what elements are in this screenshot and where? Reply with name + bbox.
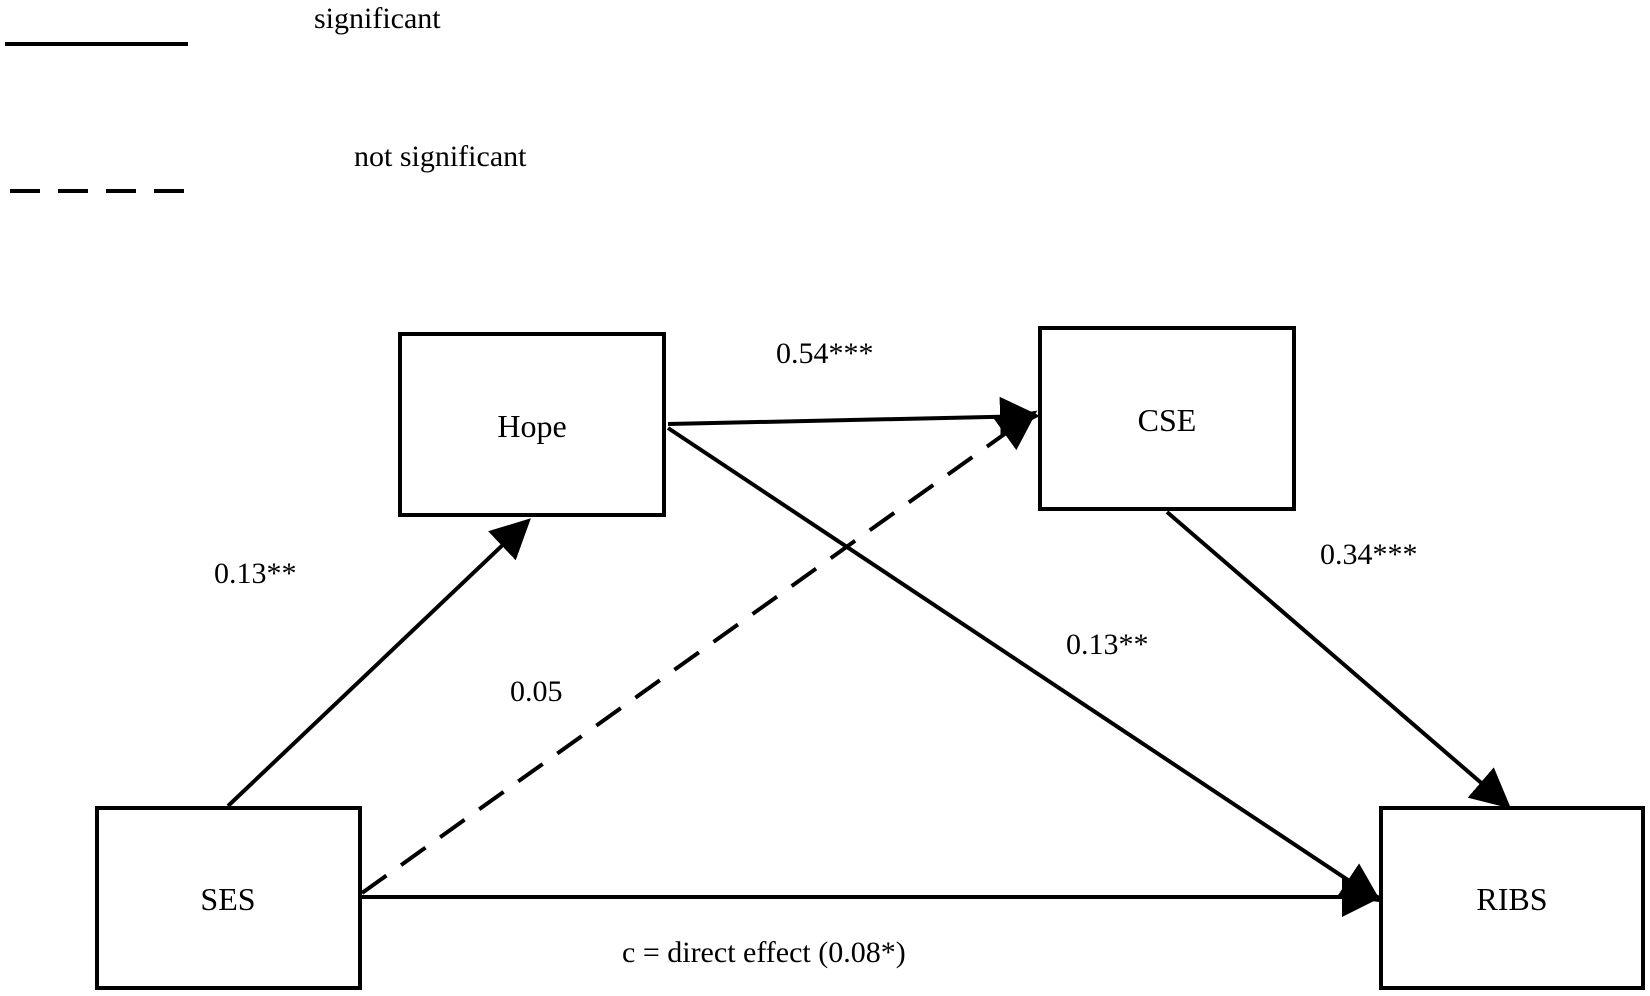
node-ses-label: SES	[200, 881, 255, 917]
edges	[226, 396, 1512, 917]
edge-label-ses-hope: 0.13**	[214, 557, 297, 590]
edge-ses-cse	[360, 410, 1038, 895]
edge-hope-ribs	[666, 426, 1382, 903]
edge-cse-ribs	[1165, 510, 1512, 809]
node-ribs: RIBS	[1379, 806, 1645, 990]
node-ribs-label: RIBS	[1476, 881, 1547, 917]
legend: significant not significant	[5, 2, 527, 193]
node-ses-box	[95, 806, 362, 990]
node-ses: SES	[95, 806, 362, 990]
edge-label-hope-ribs: 0.13**	[1066, 628, 1149, 661]
node-hope-box	[398, 332, 666, 517]
edge-labels: 0.13** 0.54*** 0.05 0.13** 0.34*** c = d…	[214, 337, 1418, 969]
edge-label-cse-ribs: 0.34***	[1320, 538, 1418, 571]
node-cse-box	[1038, 326, 1296, 511]
edge-label-ses-cse: 0.05	[510, 675, 563, 708]
nodes: Hope CSE SES RIBS	[95, 326, 1645, 990]
node-cse: CSE	[1038, 326, 1296, 511]
edge-label-ses-ribs: c = direct effect (0.08*)	[622, 936, 906, 969]
legend-significant-label: significant	[314, 2, 441, 35]
legend-not-significant-label: not significant	[354, 140, 527, 173]
edge-label-hope-cse: 0.54***	[776, 337, 874, 370]
node-ribs-box	[1379, 806, 1645, 990]
edge-hope-cse	[667, 396, 1040, 437]
node-cse-label: CSE	[1138, 402, 1197, 438]
node-hope: Hope	[398, 332, 666, 517]
node-hope-label: Hope	[497, 408, 566, 444]
edge-ses-hope	[226, 518, 531, 808]
